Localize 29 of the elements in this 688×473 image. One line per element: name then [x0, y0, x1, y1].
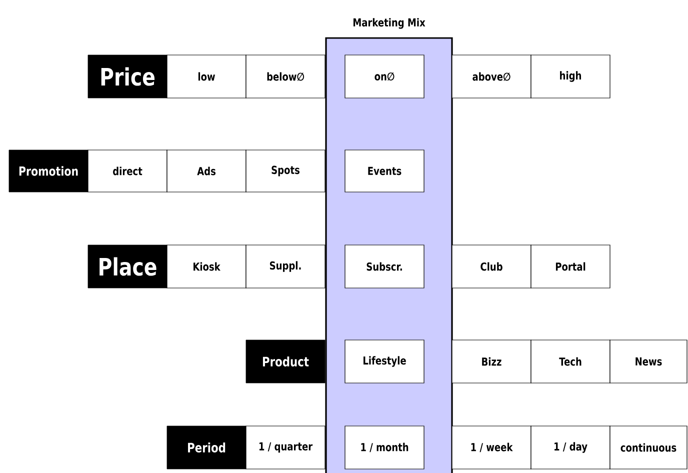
- row-heading: Product: [246, 340, 326, 384]
- option-box: 1 / quarter: [246, 426, 326, 470]
- option-box: Portal: [530, 244, 610, 288]
- option-box: direct: [88, 150, 168, 192]
- option-box: Ads: [166, 150, 246, 192]
- option-box: 1 / month: [344, 426, 424, 470]
- option-box: high: [530, 54, 610, 98]
- option-box: above∅: [452, 54, 532, 98]
- option-box: low: [166, 54, 246, 98]
- node-label: Marketing Mix: [353, 18, 426, 29]
- row-heading: Promotion: [8, 150, 88, 192]
- option-box: Tech: [530, 340, 610, 384]
- option-box: Kiosk: [166, 244, 246, 288]
- option-box: Club: [452, 244, 532, 288]
- row-heading: Price: [88, 54, 168, 98]
- row-heading: Place: [88, 244, 168, 288]
- option-box: 1 / week: [452, 426, 532, 470]
- option-box: Spots: [246, 150, 326, 192]
- row-heading: Period: [166, 426, 246, 470]
- option-box: on∅: [344, 54, 424, 98]
- option-box: 1 / day: [530, 426, 610, 470]
- option-box: Subscr.: [344, 244, 424, 288]
- option-box: Events: [344, 150, 424, 192]
- option-box: Bizz: [452, 340, 532, 384]
- option-box: News: [610, 340, 688, 384]
- option-box: Lifestyle: [344, 340, 424, 384]
- option-box: Suppl.: [246, 244, 326, 288]
- option-box: below∅: [246, 54, 326, 98]
- option-box: continuous: [610, 426, 688, 470]
